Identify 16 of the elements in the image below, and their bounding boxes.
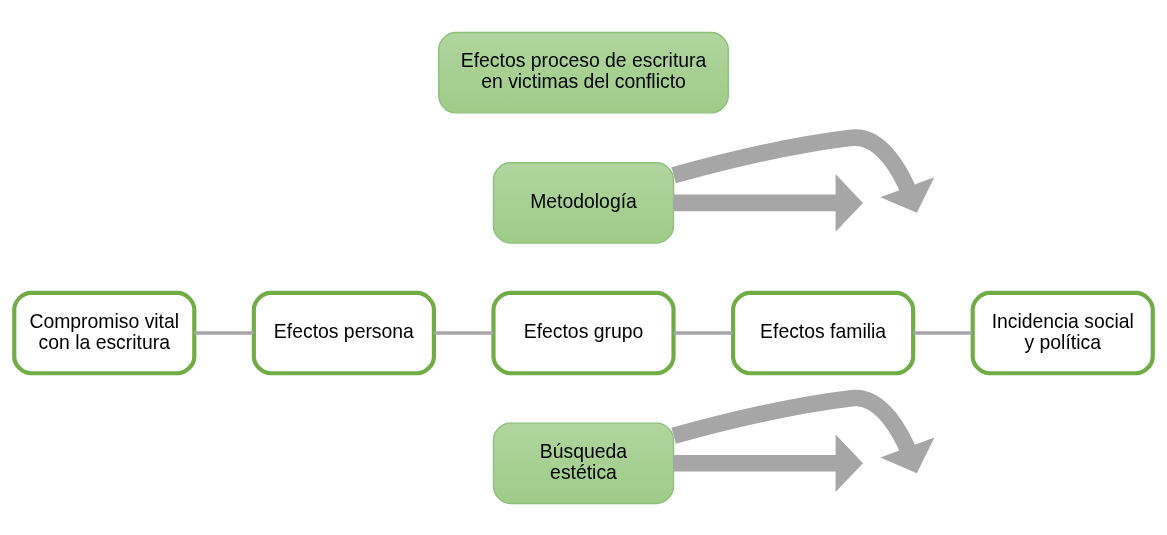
node-box: Incidencia social y política <box>970 290 1155 375</box>
node-box: Metodología <box>492 161 675 244</box>
connector <box>194 330 254 335</box>
connector <box>673 330 733 335</box>
node-box: Compromiso vital con la escritura <box>12 290 197 375</box>
arrow <box>673 173 863 232</box>
node-box: Efectos familia <box>731 290 916 375</box>
connector <box>913 330 973 335</box>
node-box: Efectos persona <box>251 290 436 375</box>
node-box: Efectos proceso de escritura en victimas del conflicto <box>438 31 729 114</box>
connector <box>434 330 494 335</box>
arrow <box>671 129 935 213</box>
arrow <box>673 434 863 492</box>
node-box: Efectos grupo <box>491 290 676 375</box>
arrow <box>671 389 935 473</box>
node-box: Búsqueda estética <box>492 421 675 504</box>
